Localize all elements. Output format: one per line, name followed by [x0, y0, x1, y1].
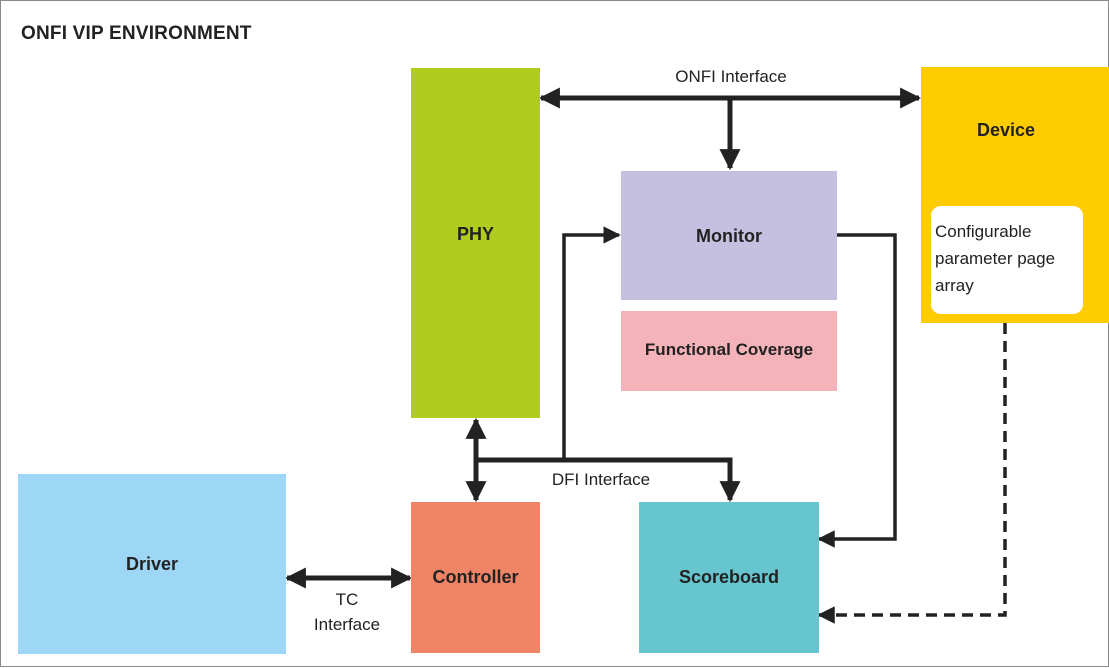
dfi-to-scoreboard-arrow: [476, 457, 741, 503]
phy-label: PHY: [456, 223, 494, 244]
parameter-page-array-box: Configurable parameter page array: [931, 206, 1083, 314]
controller-label: Controller: [432, 567, 519, 587]
driver-label: Driver: [125, 553, 179, 574]
functional-coverage-block: Functional Coverage: [621, 311, 837, 391]
diagram-title: ONFI VIP ENVIRONMENT: [21, 23, 252, 44]
device-to-scoreboard-dashed-arrow: [817, 323, 1007, 624]
scoreboard-block: Scoreboard: [639, 502, 819, 653]
tc-interface-label-line1: TC: [335, 590, 359, 609]
functional-coverage-label: Functional Coverage: [644, 340, 814, 359]
dfi-interface-label: DFI Interface: [551, 470, 651, 489]
onfi-interface-label: ONFI Interface: [675, 67, 787, 86]
monitor-to-scoreboard-arrow: [817, 233, 897, 548]
device-label: Device: [976, 120, 1036, 140]
tc-interface-label-line2: Interface: [313, 615, 381, 634]
monitor-block: Monitor: [621, 171, 837, 300]
scoreboard-label: Scoreboard: [678, 567, 780, 587]
phy-block: PHY: [411, 68, 540, 418]
driver-block: Driver: [18, 474, 286, 654]
monitor-label: Monitor: [696, 226, 762, 246]
controller-block: Controller: [411, 502, 540, 653]
dfi-to-monitor-arrow: [562, 226, 621, 460]
